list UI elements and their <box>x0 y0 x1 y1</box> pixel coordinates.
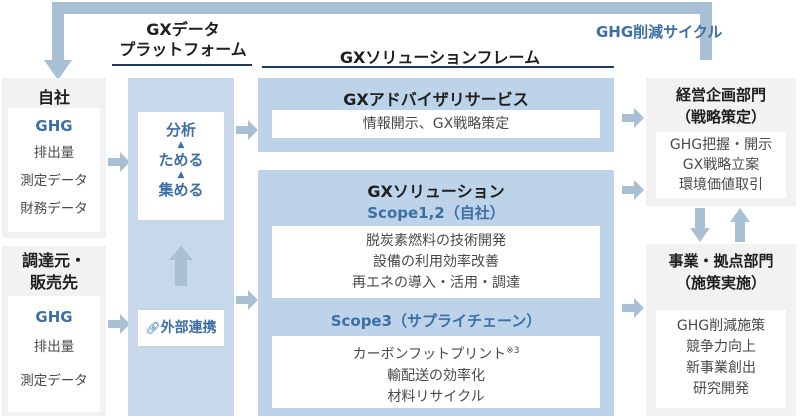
business-item: GHG削減施策 <box>676 318 766 334</box>
arrow-solution-to-business <box>622 298 644 318</box>
own-item: 排出量 <box>33 145 75 161</box>
business-item: 研究開発 <box>693 381 749 397</box>
arrow-platform-to-solution <box>236 290 258 310</box>
step-collect: 集める <box>158 181 204 199</box>
advisory-body: 情報開示、GX戦略策定 <box>272 110 600 138</box>
planning-item: GX戦略立案 <box>682 157 760 173</box>
cycle-arrow <box>44 2 712 80</box>
step-up-icon: ▲ <box>177 140 185 150</box>
scope12-title: Scope1,2（自社） <box>367 204 505 222</box>
suppliers-title: 調達元・ 販売先 <box>21 251 86 292</box>
business-title: 事業・拠点部門 （施策実施） <box>668 252 774 292</box>
cycle-label: GHG削減サイクル <box>596 23 723 41</box>
suppliers-box: GHG 排出量 測定データ <box>8 296 100 412</box>
scope3-item: 材料リサイクル <box>387 388 485 405</box>
scope12-item: 設備の利用効率改善 <box>373 254 499 270</box>
suppliers-item: 排出量 <box>33 339 75 355</box>
arrow-external-to-steps <box>169 246 193 286</box>
planning-item: GHG把握・開示 <box>669 137 773 153</box>
step-store: ためる <box>158 151 204 169</box>
planning-box: GHG把握・開示 GX戦略立案 環境価値取引 <box>656 132 786 198</box>
business-box: GHG削減施策 競争力向上 新事業創出 研究開発 <box>656 310 786 408</box>
own-item: 財務データ <box>20 201 88 217</box>
step-up-icon: ▲ <box>177 170 185 180</box>
solution-title: GXソリューション <box>367 182 505 201</box>
external-link-label: 外部連携 <box>160 320 217 336</box>
solution-header: GXソリューションフレーム <box>339 48 541 67</box>
link-icon: 🔗︎ <box>145 321 161 335</box>
own-ghg-label: GHG <box>35 117 73 135</box>
arrow-platform-to-advisory <box>236 120 258 140</box>
own-item: 測定データ <box>20 173 88 189</box>
arrow-solution-to-planning <box>622 180 644 200</box>
footnote-mark: ※3 <box>506 346 520 356</box>
scope3-item: カーボンフットプリント※3 <box>352 346 520 363</box>
arrow-suppliers-to-platform <box>108 314 130 334</box>
scope12-box: 脱炭素燃料の技術開発 設備の利用効率改善 再エネの導入・活用・調達 <box>272 226 600 298</box>
business-item: 新事業創出 <box>686 360 756 376</box>
business-item: 競争力向上 <box>686 339 756 355</box>
own-company-title: 自社 <box>37 88 70 107</box>
arrow-planning-to-business <box>690 208 710 242</box>
arrow-advisory-to-planning <box>622 108 644 128</box>
scope3-item: 輸配送の効率化 <box>387 367 485 384</box>
suppliers-ghg-label: GHG <box>35 308 73 326</box>
scope12-item: 脱炭素燃料の技術開発 <box>366 233 506 249</box>
platform-header-underline <box>112 64 252 66</box>
planning-item: 環境価値取引 <box>679 177 763 193</box>
scope3-title: Scope3（サプライチェーン） <box>330 312 542 330</box>
solution-header-underline <box>262 66 614 68</box>
arrow-own-to-platform <box>108 152 130 172</box>
own-company-box: GHG 排出量 測定データ 財務データ <box>8 108 100 232</box>
suppliers-item: 測定データ <box>20 373 88 389</box>
planning-title: 経営企画部門 （戦略策定） <box>675 86 766 126</box>
step-analyze: 分析 <box>165 121 196 139</box>
platform-steps-box: 分析 ▲ ためる ▲ 集める <box>138 112 224 220</box>
arrow-business-to-planning <box>730 208 750 242</box>
platform-header: GXデータ プラットフォーム <box>119 20 247 59</box>
scope12-item: 再エネの導入・活用・調達 <box>352 275 520 291</box>
scope3-box: カーボンフットプリント※3 輸配送の効率化 材料リサイクル <box>272 336 600 408</box>
advisory-title: GXアドバイザリサービス <box>343 90 529 109</box>
external-link-box: 🔗︎外部連携 <box>138 310 224 346</box>
